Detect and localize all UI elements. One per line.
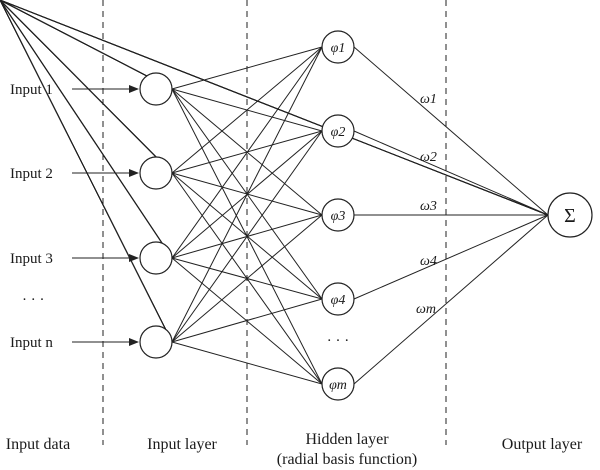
edge-input-3-hidden-10 xyxy=(0,0,173,259)
hidden-node-label-3: φ3 xyxy=(331,209,346,224)
hidden-node-label-4: φ4 xyxy=(331,293,346,308)
edge-input-2-hidden-1 xyxy=(171,46,323,174)
edge-hidden-10-output xyxy=(0,0,549,216)
input-node-1 xyxy=(139,72,173,106)
edge-input-4-hidden-3 xyxy=(171,214,323,343)
edge-input-4-hidden-5 xyxy=(171,341,323,385)
edge-hidden-5-output xyxy=(353,214,549,385)
input-label-2: Input 2 xyxy=(10,166,53,182)
hidden-node-label-1: φ1 xyxy=(331,41,346,56)
input-label-n: Input n xyxy=(10,335,53,351)
section-label-input-layer: Input layer xyxy=(147,436,217,453)
edge-hidden-1-output xyxy=(353,46,549,216)
output-edges-group xyxy=(0,0,549,385)
section-label-hidden-layer: Hidden layer xyxy=(305,431,389,448)
edge-input-1-hidden-1 xyxy=(171,46,323,90)
hidden-node-4 xyxy=(321,282,355,316)
edge-input-4-hidden-1 xyxy=(171,46,323,343)
weight-label-2: ω2 xyxy=(420,150,437,165)
hidden-node-m xyxy=(321,367,355,401)
weight-label-m: ωm xyxy=(416,302,436,317)
input-node-2 xyxy=(139,156,173,190)
hidden-node-3 xyxy=(321,198,355,232)
section-label-input-data: Input data xyxy=(6,436,70,453)
weight-label-1: ω1 xyxy=(420,92,437,107)
edge-input-3-hidden-1 xyxy=(171,46,323,259)
weight-label-4: ω4 xyxy=(420,254,437,269)
input-label-3: Input 3 xyxy=(10,251,53,267)
weight-label-3: ω3 xyxy=(420,199,437,214)
input-node-3 xyxy=(139,241,173,275)
inputs-ellipsis: · · · xyxy=(22,292,45,308)
input-label-1: Input 1 xyxy=(10,82,53,98)
input-layer-nodes xyxy=(139,72,173,359)
hidden-node-2 xyxy=(321,114,355,148)
hidden-node-label-2: φ2 xyxy=(331,125,346,140)
sum-symbol: Σ xyxy=(564,205,576,227)
edge-input-2-hidden-10 xyxy=(0,0,173,174)
hidden-node-1 xyxy=(321,30,355,64)
section-label-output-layer: Output layer xyxy=(502,436,583,453)
section-sublabel-hidden-layer: (radial basis function) xyxy=(277,451,417,468)
edge-input-4-hidden-2 xyxy=(171,130,323,343)
input-node-n xyxy=(139,325,173,359)
hidden-layer-nodes xyxy=(321,30,355,401)
input-arrows xyxy=(72,85,139,346)
edge-hidden-4-output xyxy=(353,214,549,300)
hidden-node-label-m: φm xyxy=(329,378,347,393)
edge-hidden-2-output xyxy=(353,130,549,216)
output-sum-node xyxy=(547,192,593,238)
edges-group xyxy=(0,0,323,385)
edge-input-1-hidden-10 xyxy=(0,0,173,90)
edge-input-4-hidden-10 xyxy=(0,0,173,343)
edge-input-4-hidden-4 xyxy=(171,298,323,343)
hidden-ellipsis: · · · xyxy=(327,333,350,349)
